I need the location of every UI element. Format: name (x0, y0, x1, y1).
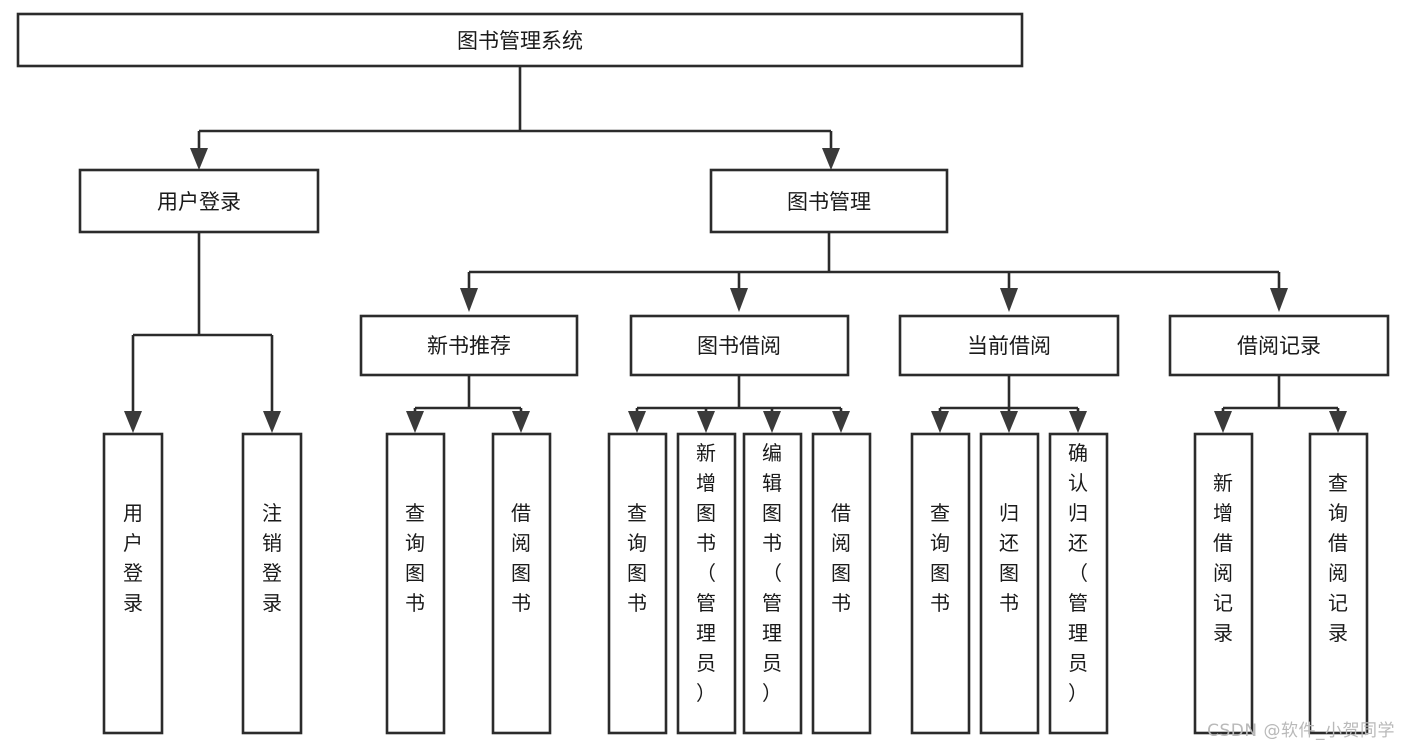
node-leaf-borrow-book-2-box[interactable] (811, 432, 872, 735)
node-leaf-confirm-return-admin[interactable]: 确认归还（管理员） (1048, 432, 1109, 735)
node-root-label: 图书管理系统 (457, 29, 583, 53)
arrow-head-leaf-borrow-book-1 (512, 411, 530, 433)
arrow-head-bookborrow (730, 288, 748, 312)
arrow-head-currentborrow (1000, 288, 1018, 312)
arrow-head-leaf-add-borrow-record (1214, 411, 1232, 433)
connectors-layer (124, 66, 1347, 433)
node-user-login-label: 用户登录 (157, 190, 241, 214)
node-leaf-query-borrow-record-label: 查询借阅记录 (1328, 471, 1348, 645)
node-leaf-borrow-book-1-box[interactable] (491, 432, 552, 735)
node-leaf-logout[interactable]: 注销登录 (241, 432, 303, 735)
arrow-head-newbookrec (460, 288, 478, 312)
node-leaf-user-login[interactable]: 用户登录 (102, 432, 164, 735)
node-leaf-return-book[interactable]: 归还图书 (979, 432, 1040, 735)
node-leaf-query-book-3-label: 查询图书 (930, 501, 950, 615)
node-leaf-query-book-3[interactable]: 查询图书 (910, 432, 971, 735)
node-leaf-return-book-label: 归还图书 (999, 501, 1019, 615)
arrow-head-leaf-edit-book-admin (763, 411, 781, 433)
node-current-borrow-box[interactable] (898, 314, 1120, 377)
node-current-borrow-label: 当前借阅 (967, 334, 1051, 358)
node-book-manage-label: 图书管理 (787, 190, 871, 214)
node-leaf-add-book-admin-label: 新增图书（管理员） (696, 441, 716, 705)
node-leaf-add-book-admin-box[interactable] (676, 432, 737, 735)
node-root-box[interactable] (16, 12, 1024, 68)
node-new-book-rec-box[interactable] (359, 314, 579, 377)
node-leaf-edit-book-admin-label: 编辑图书（管理员） (762, 441, 782, 705)
node-borrow-record[interactable]: 借阅记录 (1168, 314, 1390, 377)
node-leaf-confirm-return-admin-label: 确认归还（管理员） (1068, 441, 1088, 705)
arrow-head-leaf-logout (263, 411, 281, 433)
node-leaf-query-borrow-record[interactable]: 查询借阅记录 (1308, 432, 1369, 735)
node-new-book-rec[interactable]: 新书推荐 (359, 314, 579, 377)
node-leaf-edit-book-admin[interactable]: 编辑图书（管理员） (742, 432, 803, 735)
arrow-head-borrowrecord (1270, 288, 1288, 312)
node-leaf-query-book-3-box[interactable] (910, 432, 971, 735)
arrow-head-leaf-query-borrow-record (1329, 411, 1347, 433)
node-leaf-user-login-box[interactable] (102, 432, 164, 735)
node-leaf-add-book-admin[interactable]: 新增图书（管理员） (676, 432, 737, 735)
node-new-book-rec-label: 新书推荐 (427, 334, 511, 358)
node-current-borrow[interactable]: 当前借阅 (898, 314, 1120, 377)
node-leaf-borrow-book-1[interactable]: 借阅图书 (491, 432, 552, 735)
node-leaf-logout-label: 注销登录 (262, 501, 282, 615)
node-leaf-query-borrow-record-box[interactable] (1308, 432, 1369, 735)
node-leaf-query-book-1[interactable]: 查询图书 (385, 432, 446, 735)
node-borrow-record-box[interactable] (1168, 314, 1390, 377)
node-leaf-query-book-2[interactable]: 查询图书 (607, 432, 668, 735)
node-leaf-query-book-2-box[interactable] (607, 432, 668, 735)
node-leaf-add-borrow-record-box[interactable] (1193, 432, 1254, 735)
node-user-login-box[interactable] (78, 168, 320, 234)
node-book-borrow[interactable]: 图书借阅 (629, 314, 850, 377)
node-leaf-add-borrow-record-label: 新增借阅记录 (1213, 471, 1233, 645)
node-leaf-borrow-book-2[interactable]: 借阅图书 (811, 432, 872, 735)
arrow-head-leaf-add-book-admin (697, 411, 715, 433)
node-leaf-query-book-1-box[interactable] (385, 432, 446, 735)
node-leaf-query-book-1-label: 查询图书 (405, 501, 425, 615)
node-leaf-add-borrow-record[interactable]: 新增借阅记录 (1193, 432, 1254, 735)
node-leaf-return-book-box[interactable] (979, 432, 1040, 735)
arrow-head-leaf-query-book-2 (628, 411, 646, 433)
arrow-head-userlogin (190, 148, 208, 170)
node-leaf-user-login-label: 用户登录 (123, 501, 143, 615)
node-book-manage[interactable]: 图书管理 (709, 168, 949, 234)
node-leaf-borrow-book-1-label: 借阅图书 (511, 501, 531, 615)
node-borrow-record-label: 借阅记录 (1237, 334, 1321, 358)
node-leaf-logout-box[interactable] (241, 432, 303, 735)
arrow-head-leaf-query-book-3 (931, 411, 949, 433)
arrow-head-bookmanage (822, 148, 840, 170)
node-leaf-confirm-return-admin-box[interactable] (1048, 432, 1109, 735)
node-book-manage-box[interactable] (709, 168, 949, 234)
arrow-head-leaf-borrow-book-2 (832, 411, 850, 433)
node-leaf-query-book-2-label: 查询图书 (627, 501, 647, 615)
node-book-borrow-label: 图书借阅 (697, 334, 781, 358)
arrow-head-leaf-confirm-return (1069, 411, 1087, 433)
node-leaf-borrow-book-2-label: 借阅图书 (831, 501, 851, 615)
node-book-borrow-box[interactable] (629, 314, 850, 377)
node-root[interactable]: 图书管理系统 (16, 12, 1024, 68)
node-leaf-edit-book-admin-box[interactable] (742, 432, 803, 735)
arrow-head-leaf-query-book-1 (406, 411, 424, 433)
node-user-login[interactable]: 用户登录 (78, 168, 320, 234)
arrow-head-leaf-return-book (1000, 411, 1018, 433)
arrow-head-leaf-user-login (124, 411, 142, 433)
